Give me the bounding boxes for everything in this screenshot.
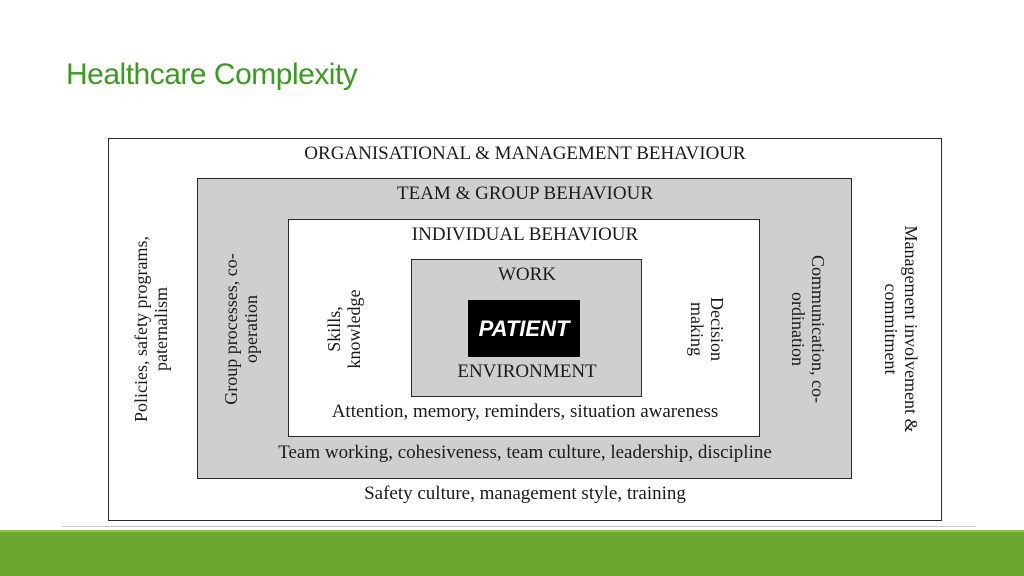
individual-left-text: Skills, knowledge xyxy=(324,289,364,369)
footer-bar xyxy=(0,532,1024,576)
figure-divider xyxy=(62,526,976,527)
patient-label: PATIENT xyxy=(478,315,570,341)
page-title: Healthcare Complexity xyxy=(66,58,358,91)
team-right-text: Communication, co-ordination xyxy=(788,255,828,403)
individual-heading: INDIVIDUAL BEHAVIOUR xyxy=(411,224,639,245)
team-heading: TEAM & GROUP BEHAVIOUR xyxy=(397,183,653,204)
organisational-heading: ORGANISATIONAL & MANAGEMENT BEHAVIOUR xyxy=(304,143,746,164)
individual-bottom-text: Attention, memory, reminders, situation … xyxy=(331,401,719,422)
work-label: WORK xyxy=(497,264,557,285)
team-left-text: Group processes, co-operation xyxy=(221,253,261,405)
individual-right-text: Decision making xyxy=(687,297,727,361)
organisational-right-text: Management involvement & commitment xyxy=(881,225,921,433)
team-bottom-text: Team working, cohesiveness, team culture… xyxy=(278,442,772,463)
organisational-left-text: Policies, safety programs, paternalism xyxy=(131,236,171,422)
footer-accent-line xyxy=(0,530,1024,533)
patient-box: PATIENT xyxy=(468,300,580,357)
environment-label: ENVIRONMENT xyxy=(457,361,597,382)
organisational-bottom-text: Safety culture, management style, traini… xyxy=(364,483,686,504)
